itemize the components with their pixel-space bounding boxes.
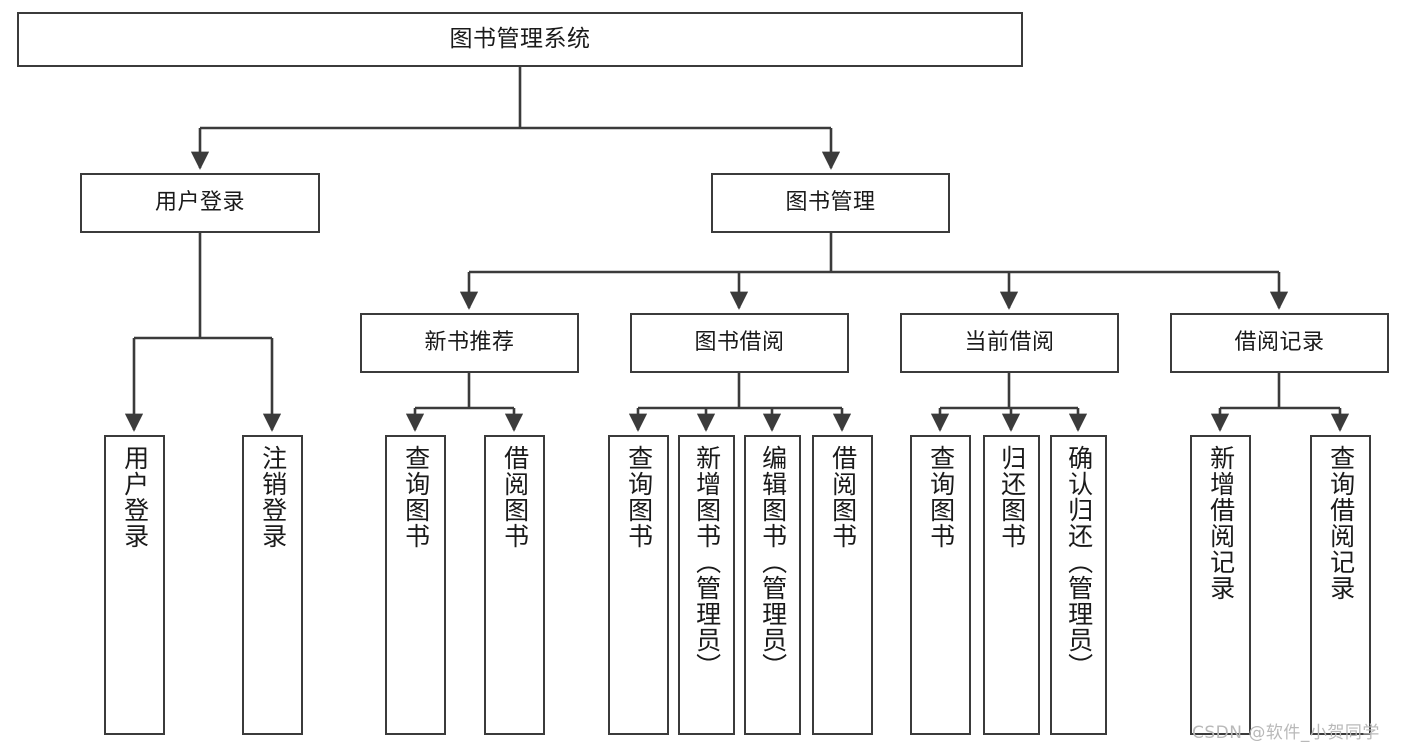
node-leaf-confirm-return[interactable]: 确认归还（管理员）	[1050, 435, 1107, 735]
node-leaf-borrow-book-1-label: 借阅图书	[500, 445, 530, 549]
node-root-label: 图书管理系统	[449, 26, 591, 53]
node-leaf-add-book[interactable]: 新增图书（管理员）	[678, 435, 735, 735]
node-new-book-rec[interactable]: 新书推荐	[360, 313, 579, 373]
node-leaf-add-book-label: 新增图书（管理员）	[692, 445, 722, 679]
node-leaf-query-book-3-label: 查询图书	[926, 445, 956, 549]
node-book-manage[interactable]: 图书管理	[711, 173, 950, 233]
node-user-login[interactable]: 用户登录	[80, 173, 320, 233]
node-leaf-query-record[interactable]: 查询借阅记录	[1310, 435, 1371, 735]
node-leaf-user-login-label: 用户登录	[120, 445, 150, 549]
node-current-borrow[interactable]: 当前借阅	[900, 313, 1119, 373]
node-book-borrow[interactable]: 图书借阅	[630, 313, 849, 373]
node-leaf-edit-book[interactable]: 编辑图书（管理员）	[744, 435, 801, 735]
node-leaf-edit-book-label: 编辑图书（管理员）	[758, 445, 788, 679]
node-current-borrow-label: 当前借阅	[964, 329, 1055, 355]
node-new-book-rec-label: 新书推荐	[424, 329, 515, 355]
node-leaf-borrow-book-2-label: 借阅图书	[828, 445, 858, 549]
node-book-manage-label: 图书管理	[785, 189, 876, 215]
node-leaf-add-record-label: 新增借阅记录	[1206, 445, 1236, 601]
node-leaf-query-book-2-label: 查询图书	[624, 445, 654, 549]
node-leaf-query-book-1-label: 查询图书	[401, 445, 431, 549]
watermark-text: CSDN @软件_小贺同学	[1192, 723, 1380, 743]
node-leaf-add-record[interactable]: 新增借阅记录	[1190, 435, 1251, 735]
node-leaf-logout-label: 注销登录	[258, 445, 288, 549]
node-leaf-return-book-label: 归还图书	[997, 445, 1027, 549]
node-leaf-user-login[interactable]: 用户登录	[104, 435, 165, 735]
node-leaf-query-book-2[interactable]: 查询图书	[608, 435, 669, 735]
node-root[interactable]: 图书管理系统	[17, 12, 1023, 67]
node-book-borrow-label: 图书借阅	[694, 329, 785, 355]
node-leaf-query-book-1[interactable]: 查询图书	[385, 435, 446, 735]
node-leaf-borrow-book-1[interactable]: 借阅图书	[484, 435, 545, 735]
node-borrow-record[interactable]: 借阅记录	[1170, 313, 1389, 373]
node-leaf-query-book-3[interactable]: 查询图书	[910, 435, 971, 735]
node-user-login-label: 用户登录	[154, 189, 245, 215]
node-leaf-borrow-book-2[interactable]: 借阅图书	[812, 435, 873, 735]
node-borrow-record-label: 借阅记录	[1234, 329, 1325, 355]
node-leaf-logout[interactable]: 注销登录	[242, 435, 303, 735]
node-leaf-query-record-label: 查询借阅记录	[1326, 445, 1356, 601]
node-leaf-return-book[interactable]: 归还图书	[983, 435, 1040, 735]
node-leaf-confirm-return-label: 确认归还（管理员）	[1064, 445, 1094, 679]
